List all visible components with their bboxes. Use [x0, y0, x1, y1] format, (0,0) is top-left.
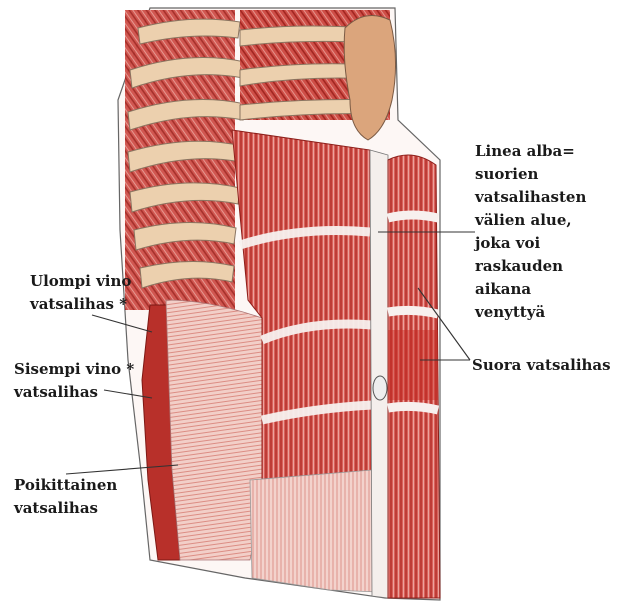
linea-alba-label: Linea alba= suorien vatsalihasten välien… [475, 140, 586, 324]
transverse-abdominis-label: Poikittainen vatsalihas [14, 474, 117, 520]
external-oblique-label: Ulompi vino vatsalihas * [30, 270, 131, 316]
linea-alba [370, 150, 388, 598]
navel [373, 376, 387, 400]
internal-oblique-label: Sisempi vino * vatsalihas [14, 358, 134, 404]
rectus-abdominis-label: Suora vatsalihas [472, 354, 611, 377]
transverse-abdominis-muscle [166, 300, 262, 560]
